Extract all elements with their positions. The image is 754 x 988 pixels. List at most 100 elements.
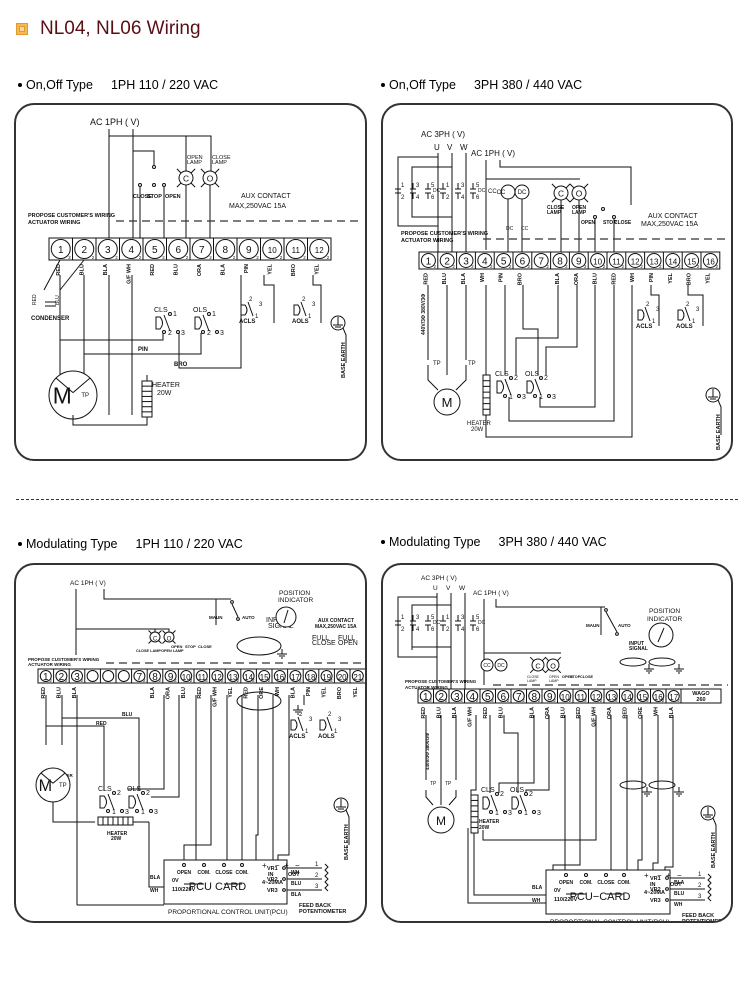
pcu-terminal [622, 873, 626, 877]
terminal-subscript: 2 [662, 698, 665, 703]
wire [397, 596, 437, 650]
terminal-number: 3 [463, 257, 469, 268]
lamp-ray [190, 182, 196, 188]
contact-number: 1 [539, 394, 543, 401]
shield-ellipse [619, 780, 647, 790]
terminal-17 [289, 670, 302, 682]
switch-contact [517, 394, 521, 398]
wago-block [680, 688, 722, 704]
terminal-subscript: 2 [143, 678, 146, 683]
polarity-sign: + [666, 871, 671, 880]
limit-switch-actuator [99, 795, 107, 809]
lamp-label: CLOSE [212, 155, 231, 161]
terminal-subscript: 2 [584, 264, 587, 269]
wire-color-label: RED [483, 707, 489, 719]
terminal-blank [102, 670, 115, 682]
switch-contact [495, 792, 499, 796]
terminal-number: 7 [199, 245, 205, 256]
terminal-subscript: 2 [646, 698, 649, 703]
wire [411, 199, 452, 218]
lamp-label: LAMP [527, 679, 537, 683]
wire-color-label: BLU [56, 687, 62, 698]
actuator-wiring-label: ACTUATOR WIRING [28, 220, 80, 226]
switch-label-close: CLOSE [580, 675, 594, 679]
full-close-label: CLOSE [312, 640, 336, 647]
pcu-out-label: OUT [288, 872, 300, 878]
contact-number: 1 [495, 810, 499, 817]
contact-number: 1 [212, 311, 216, 318]
aux-switch-actuator [677, 309, 685, 321]
wire-color-label: BRO [687, 272, 693, 285]
switch-contact [112, 791, 116, 795]
pcu-terminal [584, 873, 588, 877]
wire-color-label: BLA [555, 273, 561, 284]
contactor-coil-cc [480, 658, 494, 672]
customer-wiring-label: PROPOSE CUSTOMER'S WIRING [401, 231, 488, 237]
phase-label: V [446, 585, 451, 592]
contactor-number: 5 [431, 615, 435, 621]
contact-number: 2 [328, 712, 332, 718]
bullet-icon [381, 83, 385, 87]
terminal-8 [552, 253, 568, 268]
wire [60, 333, 164, 341]
switch-blade [644, 306, 651, 322]
wago-label: 260 [696, 697, 705, 703]
contactor-number: 2 [401, 195, 405, 201]
switch-contact [176, 330, 180, 334]
customer-wiring-label: PROPOSE CUSTOMER'S WIRING [28, 213, 115, 219]
contactor-tag: DC [433, 620, 441, 626]
terminal-number: 2 [81, 245, 87, 256]
actuator-wiring-label: ACTUATOR WIRING [405, 685, 448, 690]
terminal-5 [496, 253, 512, 268]
heater-label: 20W [471, 427, 484, 433]
terminal-15 [258, 670, 271, 682]
wire-color-label: RED [611, 273, 617, 285]
terminal-number: 6 [500, 692, 506, 703]
terminal-subscript: 2 [584, 698, 587, 703]
terminal-12 [627, 253, 643, 268]
switch-contact [509, 376, 513, 380]
terminal-subscript: 2 [565, 264, 568, 269]
terminal-subscript: 2 [631, 698, 634, 703]
lamp-label: OPEN LAMP [161, 649, 184, 653]
potentiometer-icon [707, 873, 712, 902]
page-title: NL04, NL06 Wiring [40, 18, 201, 39]
terminal-blank [117, 670, 130, 682]
switch-label-stop: STOP [185, 644, 196, 649]
terminal-subscript: 2 [476, 698, 479, 703]
terminal-number: 12 [592, 693, 601, 702]
terminal-subscript: 2 [603, 264, 606, 269]
lamp-ray [583, 197, 589, 203]
position-indicator-label: INDICATOR [278, 597, 313, 604]
section-heading-mod-3ph: Modulating Type 3PH 380 / 440 VAC [381, 535, 607, 549]
wire [473, 833, 546, 896]
wire [503, 715, 519, 793]
lamp-glyph: C [153, 637, 158, 643]
aux-contact-label: MAX,250VAC 15A [315, 624, 357, 630]
wire [485, 285, 633, 438]
type-label: Modulating Type [389, 535, 481, 549]
shield-ellipse [648, 780, 676, 790]
phase-label: W [460, 143, 468, 152]
wire [455, 365, 467, 391]
switch-contact [149, 809, 153, 813]
terminal-number: 3 [454, 692, 460, 703]
open-lamp-icon [163, 631, 175, 643]
terminal-subscript: 2 [697, 264, 700, 269]
wire [397, 635, 437, 658]
motor-label: M [442, 395, 453, 410]
terminal-10 [262, 239, 283, 259]
terminal-16 [652, 690, 665, 702]
pcu-caption: PROPORTIONAL CONTROL UNIT(PCU) [168, 909, 288, 916]
motor-icon [427, 806, 455, 834]
wago-label: WAGO [692, 691, 710, 697]
terminal-number: 10 [593, 258, 602, 267]
switch-contact [207, 312, 211, 316]
wire [133, 150, 155, 165]
voltage-label: 1PH 110 / 220 VAC [135, 537, 243, 551]
contactor-tag: DC [478, 620, 486, 626]
contact-number: 1 [524, 810, 528, 817]
terminal-number: 9 [576, 257, 582, 268]
heater-label: 20W [111, 836, 122, 842]
aux-switch-label: AOLS [676, 324, 693, 330]
